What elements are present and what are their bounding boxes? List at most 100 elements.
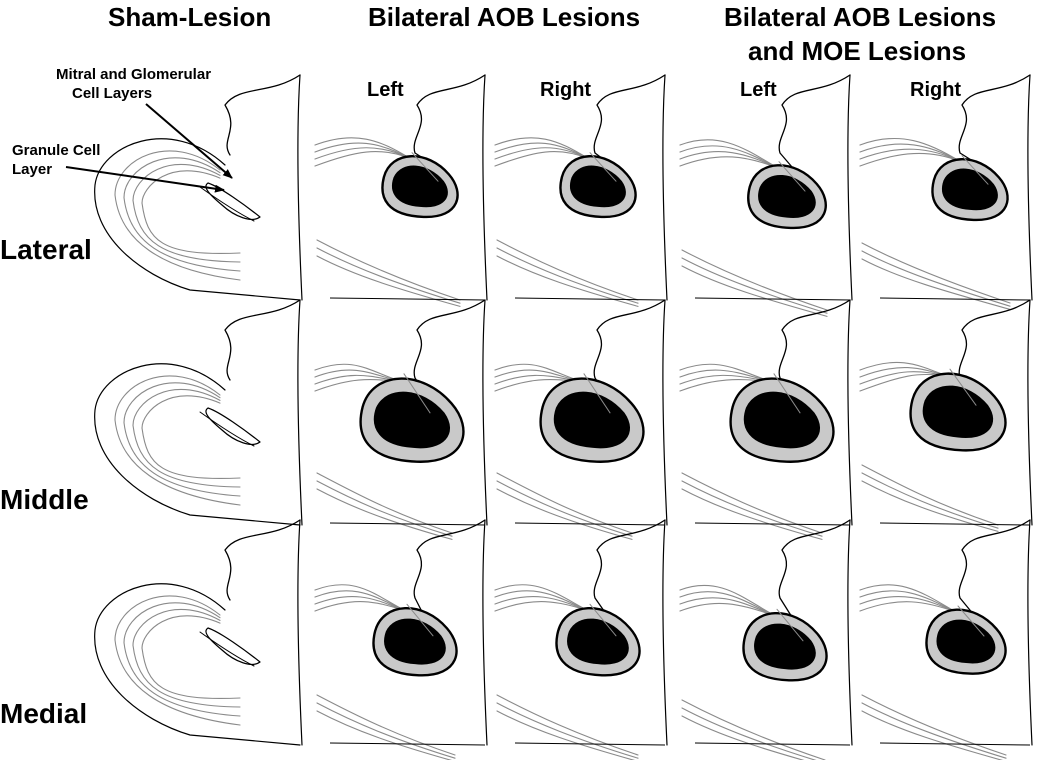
subheader-left-aob: Left <box>367 79 404 101</box>
layer-line-lower <box>681 249 828 311</box>
tract-line <box>949 368 977 406</box>
panel-bottom-edge <box>694 297 851 301</box>
sham-granule-line <box>199 411 255 447</box>
panel-edge <box>662 299 668 526</box>
panel-boundary-r2-c4 <box>1027 519 1033 746</box>
subheader-right-moe: Right <box>910 79 962 101</box>
layer-line-lower <box>496 480 633 537</box>
row-label-middle: Middle <box>0 484 89 515</box>
panel-edge <box>847 299 853 526</box>
subheader-left-moe: Left <box>740 79 777 101</box>
layer-line <box>494 142 589 159</box>
cortex-flap <box>413 74 486 162</box>
layer-line-lower <box>496 247 639 304</box>
panel-bottom-edge <box>879 522 1031 526</box>
sham-granule-line <box>199 186 255 222</box>
layer-line <box>679 145 778 169</box>
cortex-flap <box>593 519 666 615</box>
panel-bottom-edge <box>879 297 1031 301</box>
layer-line <box>859 595 957 613</box>
cortex-flap <box>958 299 1031 381</box>
lesion-core <box>936 619 996 664</box>
panel-edge <box>482 519 488 746</box>
layer-line <box>314 137 411 159</box>
panel-edge <box>1027 519 1033 746</box>
lesion-panel-r0-c1 <box>314 74 486 307</box>
layer-line <box>314 601 406 612</box>
layer-line-lower <box>316 480 453 537</box>
cortex-flap <box>778 74 851 172</box>
layer-line-lower <box>861 472 999 529</box>
layer-line-lower <box>316 710 453 760</box>
lesion-panel-r1-c2 <box>494 299 666 540</box>
layer-line <box>679 591 776 617</box>
row-label-medial: Medial <box>0 698 88 729</box>
panel-bottom-edge <box>694 522 851 526</box>
panel-bottom-edge <box>514 742 666 746</box>
lesion-panel-r0-c4 <box>859 74 1031 310</box>
panel-bottom-edge <box>694 742 851 746</box>
lesion-core <box>384 618 446 665</box>
annotation-granule-cell: Granule Cell Layer <box>12 142 100 180</box>
arrow-mitral-glomerular <box>145 103 233 179</box>
layer-line <box>494 590 589 612</box>
sham-layer-line <box>123 382 241 497</box>
panel-boundary-r1-c1 <box>482 299 488 526</box>
panel-edge <box>1027 74 1033 301</box>
layer-line <box>314 590 406 612</box>
panel-bottom-edge <box>514 522 666 526</box>
panel-bottom-edge <box>514 297 666 301</box>
cortex-flap <box>958 519 1031 616</box>
lesion-core <box>373 391 450 449</box>
annotation-granule-line1: Granule Cell <box>12 142 101 159</box>
sham-mitral-layer <box>205 407 261 445</box>
sham-layer-line <box>123 602 241 717</box>
layer-line <box>314 142 411 159</box>
sham-layer-line <box>141 170 241 255</box>
lesion-panel-r2-c1 <box>314 519 486 760</box>
cortex-flap <box>413 519 486 615</box>
tract-line <box>403 373 431 414</box>
sham-bulb-outline <box>94 583 301 746</box>
sham-section-r0 <box>94 74 301 301</box>
tract-line <box>411 152 439 182</box>
sham-layer-line <box>132 389 241 488</box>
panel-boundary-r0-c0 <box>297 74 303 301</box>
panel-bottom-edge <box>329 742 486 746</box>
tract-line <box>961 155 989 185</box>
layer-line-lower <box>496 694 639 756</box>
cortex-flap <box>593 74 666 162</box>
cortex-flap <box>958 74 1031 165</box>
layer-line <box>314 584 406 612</box>
layer-line-lower <box>681 715 805 760</box>
lesion-core <box>922 385 994 439</box>
layer-line <box>679 151 778 169</box>
sham-granule-line <box>199 631 255 667</box>
panel-edge <box>482 74 488 301</box>
lesion-panel-r1-c3 <box>679 299 851 540</box>
layer-line-lower <box>681 480 823 537</box>
panel-boundary-r0-c4 <box>1027 74 1033 301</box>
layer-line-lower <box>496 702 639 759</box>
layer-line-lower <box>316 255 461 307</box>
layer-line-lower <box>681 488 823 540</box>
layer-line-lower <box>496 710 636 760</box>
header-sham-lesion: Sham-Lesion <box>108 2 272 32</box>
panel-boundary-r2-c1 <box>482 519 488 746</box>
panel-edge <box>297 74 303 301</box>
layer-line <box>859 143 961 162</box>
lesion-core <box>553 391 630 449</box>
subheader-right-aob: Right <box>540 79 592 101</box>
header-aob-moe-line2: and MOE Lesions <box>748 36 967 66</box>
panel-boundary-r0-c3 <box>847 74 853 301</box>
layer-line-lower <box>861 694 1007 756</box>
panel-edge <box>1027 299 1033 526</box>
layer-line-lower <box>861 464 999 526</box>
tract-line <box>589 152 617 182</box>
annotation-mitral-glomerular: Mitral and Glomerular Cell Layers <box>56 66 211 104</box>
panel-boundary-r1-c2 <box>662 299 668 526</box>
layer-line <box>314 147 411 160</box>
panel-edge <box>847 74 853 301</box>
layer-line <box>859 601 957 613</box>
sham-layer-line <box>141 615 241 700</box>
